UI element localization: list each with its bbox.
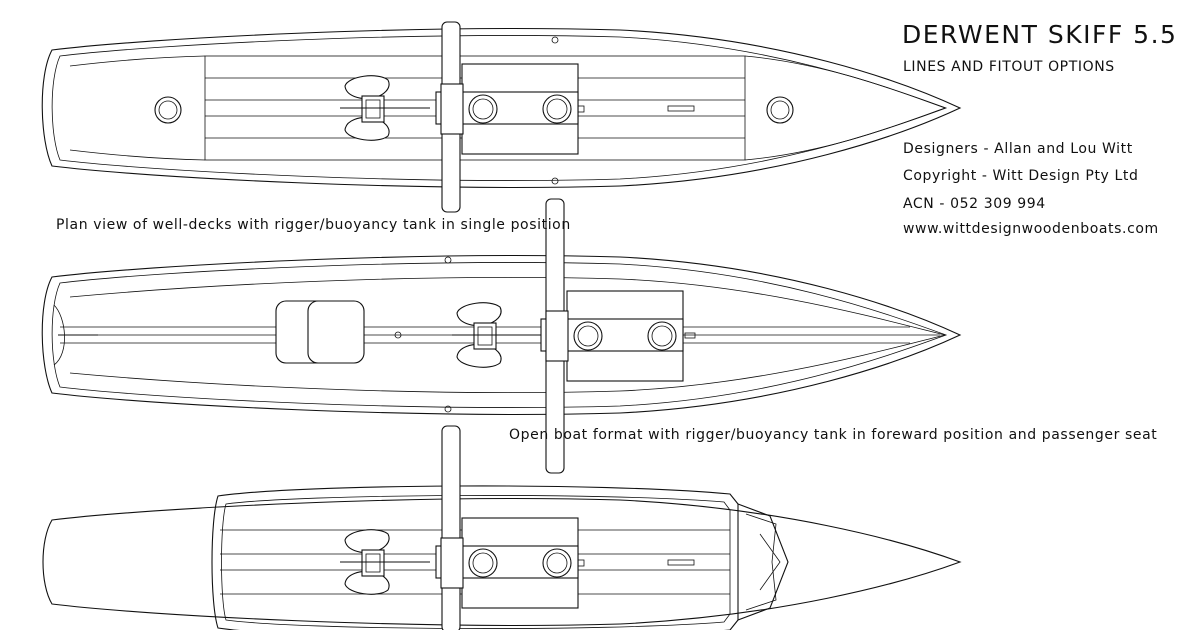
drawing-title: DERWENT SKIFF 5.5: [902, 20, 1178, 49]
boat-plan-well-decks: [41, 21, 961, 213]
caption-well-decks: Plan view of well-decks with rigger/buoy…: [56, 217, 571, 233]
caption-open-boat: Open boat format with rigger/buoyancy ta…: [509, 427, 1158, 443]
website-url: www.wittdesignwoodenboats.com: [903, 221, 1159, 237]
copyright-notice: Copyright - Witt Design Pty Ltd: [903, 168, 1139, 184]
boat-plan-decked: [42, 425, 962, 630]
acn-number: ACN - 052 309 994: [903, 196, 1046, 212]
drawing-subtitle: LINES AND FITOUT OPTIONS: [903, 59, 1115, 75]
designers-credit: Designers - Allan and Lou Witt: [903, 141, 1133, 157]
boat-plan-open-boat: [41, 198, 961, 474]
